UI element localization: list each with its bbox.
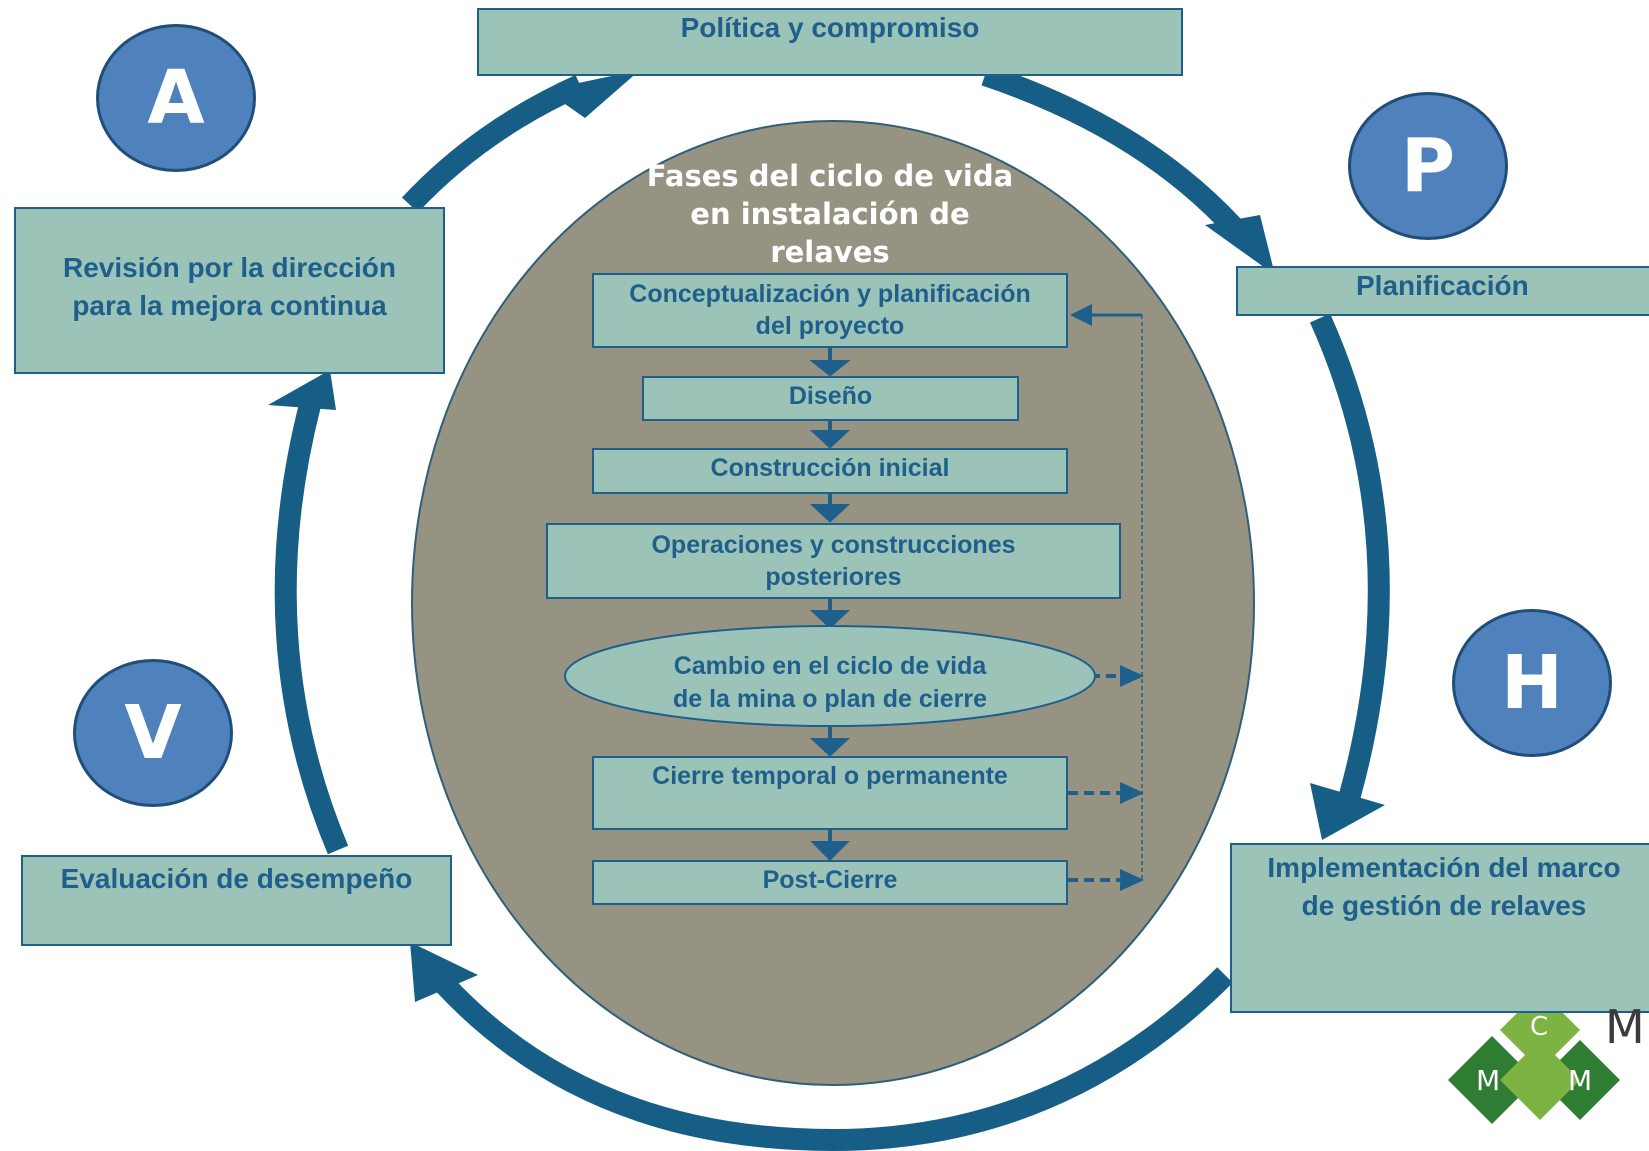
circle-v-label: V [124, 690, 182, 776]
box-implementacion-line1: Implementación del marco [1267, 852, 1621, 883]
logo-letter-m1: M [1476, 1064, 1501, 1097]
phase-conceptualizacion-line2: del proyecto [755, 312, 905, 340]
arrowhead-to-planificacion [1205, 215, 1275, 275]
arc-evaluacion-to-revision [274, 402, 349, 855]
logo-text: M [1605, 1000, 1645, 1054]
phase-diseno: Diseño [642, 376, 1019, 421]
phase-diseno-label: Diseño [788, 382, 873, 410]
phase-construccion: Construcción inicial [592, 448, 1068, 494]
phase-connectors [809, 347, 851, 861]
phase-operaciones-line2: posteriores [765, 563, 902, 591]
logo-letter-c: C [1530, 1012, 1549, 1042]
phase-post-cierre: Post-Cierre [592, 860, 1068, 905]
phase-cierre-label: Cierre temporal o permanente [652, 762, 1008, 790]
center-ellipse [411, 120, 1255, 1086]
circle-a: A [96, 24, 256, 172]
feedback-loop [1068, 304, 1144, 891]
circle-a-label: A [147, 55, 205, 141]
phase-cambio-line1: Cambio en el ciclo de vida [673, 652, 987, 680]
phase-cambio-text: Cambio en el ciclo de vida de la mina o … [600, 650, 1060, 716]
cycle-arrowheads [268, 70, 1385, 1002]
phase-conceptualizacion-line1: Conceptualización y planificación [629, 280, 1031, 308]
box-revision-line1: Revisión por la dirección [63, 252, 396, 283]
phase-operaciones: Operaciones y construcciones posteriores [546, 523, 1121, 599]
center-title-line3: relaves [770, 235, 890, 269]
box-planificacion-label: Planificación [1356, 270, 1529, 301]
box-revision-line2: para la mejora continua [72, 290, 387, 321]
box-implementacion: Implementación del marco de gestión de r… [1230, 843, 1649, 1013]
arrowhead-to-revision [268, 370, 336, 410]
box-implementacion-line2: de gestión de relaves [1301, 890, 1587, 921]
arc-planificacion-to-implementacion [1309, 313, 1390, 798]
circle-p: P [1348, 92, 1508, 240]
center-title-line2: en instalación de [690, 197, 970, 231]
phase-post-cierre-label: Post-Cierre [762, 866, 898, 894]
circle-v: V [73, 659, 233, 807]
box-planificacion: Planificación [1236, 266, 1649, 316]
phase-conceptualizacion: Conceptualización y planificación del pr… [592, 273, 1068, 348]
center-title-line1: Fases del ciclo de vida [646, 159, 1014, 193]
box-evaluacion: Evaluación de desempeño [21, 855, 452, 946]
phase-cierre: Cierre temporal o permanente [592, 756, 1068, 830]
phase-cambio-line2: de la mina o plan de cierre [672, 685, 987, 713]
arc-implementacion-to-evaluacion [436, 967, 1233, 1151]
arrowhead-to-evaluacion [410, 942, 478, 1002]
center-title: Fases del ciclo de vida en instalación d… [620, 157, 1040, 271]
circle-h: H [1452, 609, 1612, 757]
circle-p-label: P [1400, 123, 1456, 209]
box-revision: Revisión por la dirección para la mejora… [14, 207, 445, 374]
arc-politica-to-planificacion [981, 64, 1254, 248]
circle-h-label: H [1501, 640, 1563, 726]
phase-operaciones-line1: Operaciones y construcciones [651, 531, 1016, 559]
logo-letter-m2: M [1568, 1064, 1593, 1097]
cycle-arrows [274, 64, 1390, 1151]
box-politica: Política y compromiso [477, 8, 1183, 76]
phase-construccion-label: Construcción inicial [710, 454, 950, 482]
box-evaluacion-label: Evaluación de desempeño [60, 863, 413, 894]
box-politica-label: Política y compromiso [680, 12, 980, 43]
phase-cambio-shape [564, 625, 1096, 727]
arrowhead-to-politica [545, 70, 640, 118]
arrowhead-to-implementacion [1310, 783, 1385, 840]
arc-revision-to-politica [401, 74, 585, 213]
